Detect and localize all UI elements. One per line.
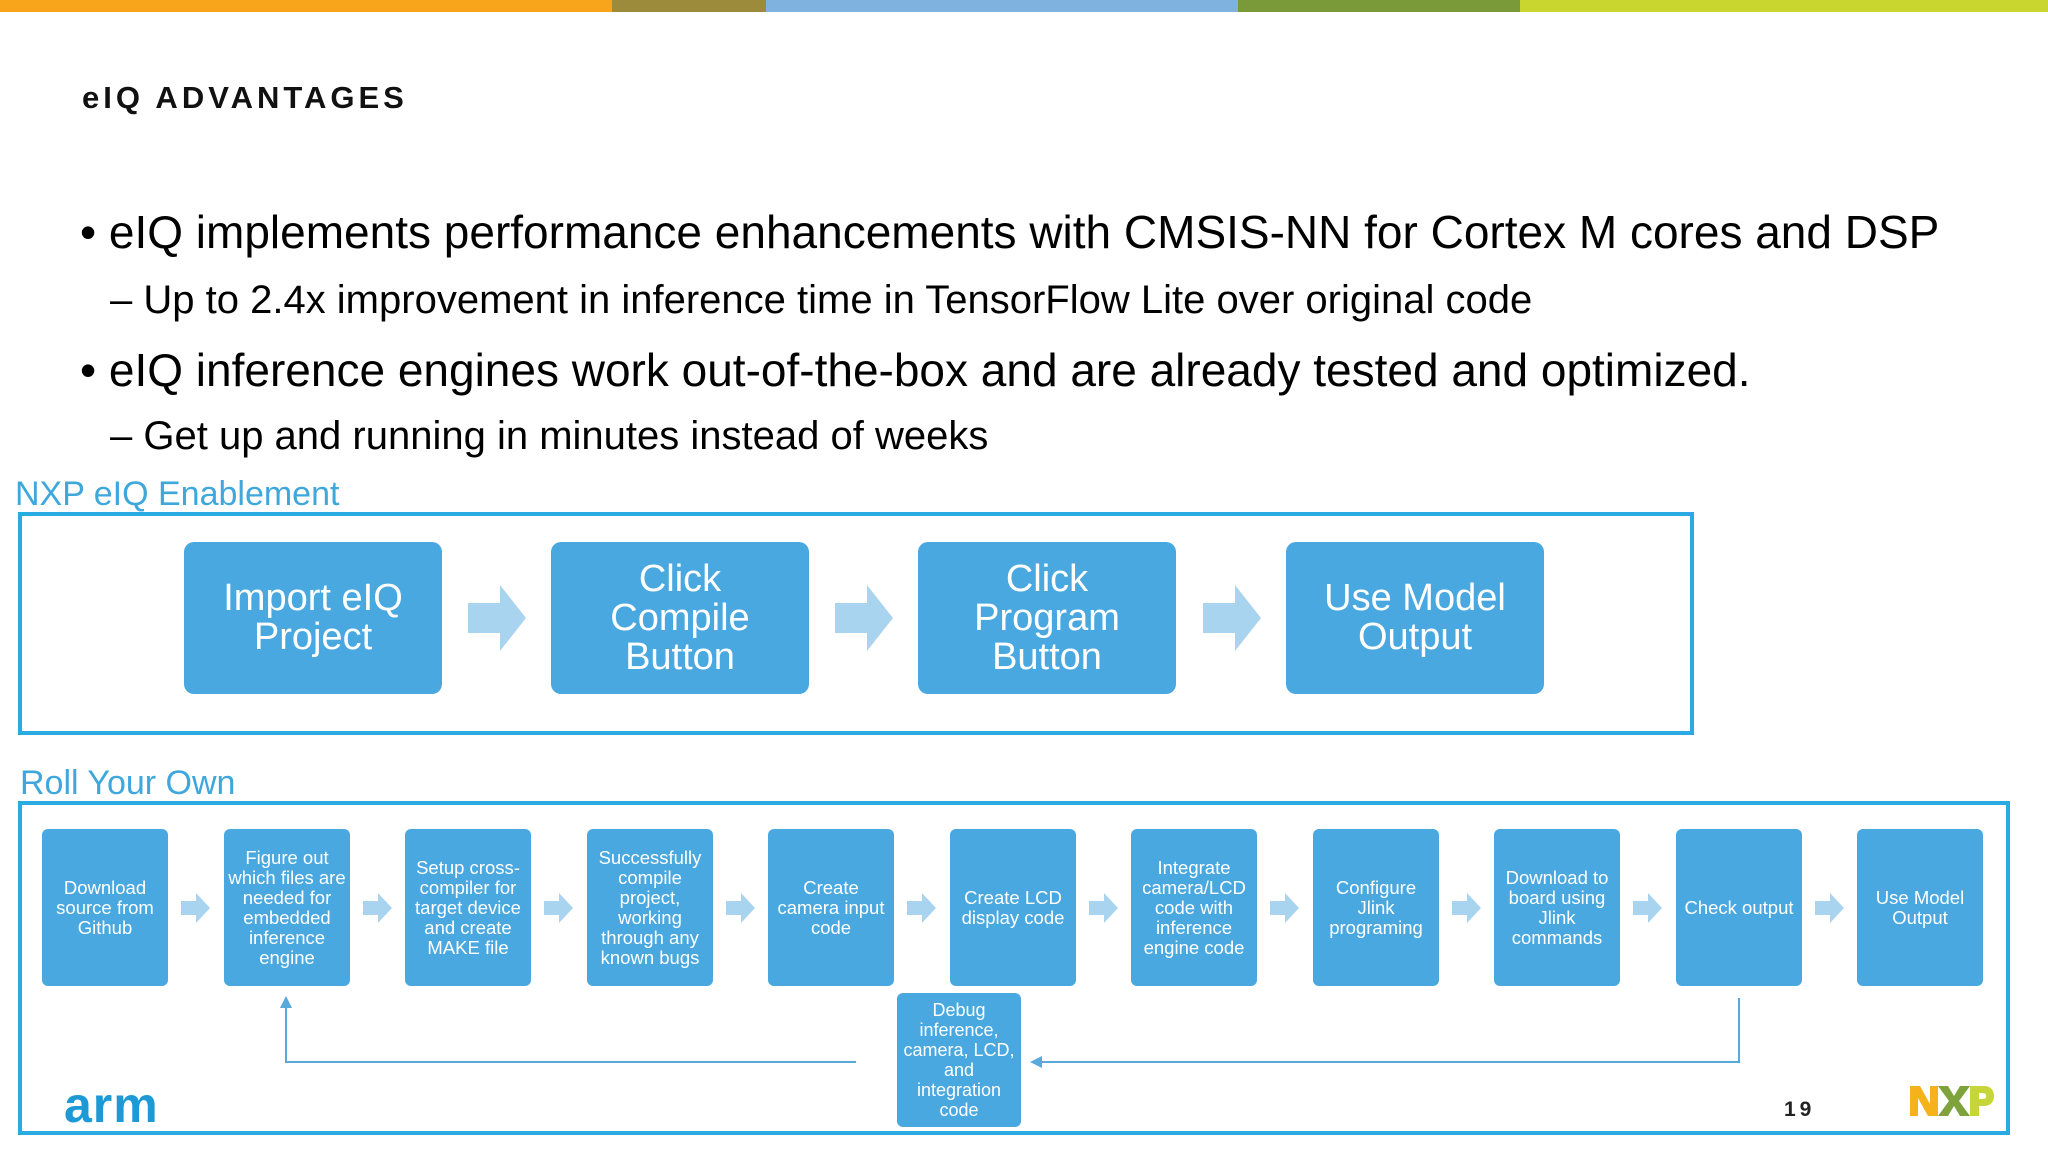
roll-your-own-frame <box>18 801 2010 1135</box>
ryo-step-8-label: Configure Jlink programing <box>1329 876 1423 938</box>
ryo-step-2: Figure out which files are needed for em… <box>224 829 350 986</box>
ryo-step-3-label: Setup cross-compiler for target device a… <box>415 856 521 958</box>
topbar-segment-green <box>1238 0 1520 12</box>
enablement-step-2: Click Compile Button <box>551 542 809 694</box>
ryo-debug-step-label: Debug inference, camera, LCD, and integr… <box>903 1000 1015 1120</box>
ryo-step-1: Download source from Github <box>42 829 168 986</box>
arrow-right-icon <box>1633 893 1662 923</box>
arrow-right-icon <box>1089 893 1118 923</box>
bullet-2-sub: – Get up and running in minutes instead … <box>110 414 989 458</box>
topbar-segment-orange <box>0 0 612 12</box>
ryo-step-11: Use Model Output <box>1857 829 1983 986</box>
arrow-right-icon <box>835 585 893 651</box>
ryo-step-6: Create LCD display code <box>950 829 1076 986</box>
ryo-step-4-label: Successfully compile project, working th… <box>598 846 702 968</box>
bullet-1-sub: – Up to 2.4x improvement in inference ti… <box>110 278 1533 322</box>
arrow-right-icon <box>1815 893 1844 923</box>
topbar-segment-olive <box>612 0 766 12</box>
enablement-step-2-label: Click Compile Button <box>610 557 750 678</box>
arrow-right-icon <box>544 893 573 923</box>
roll-your-own-label: Roll Your Own <box>20 764 236 802</box>
ryo-step-6-label: Create LCD display code <box>961 886 1065 928</box>
arrow-right-icon <box>181 893 210 923</box>
arrow-right-icon <box>907 893 936 923</box>
enablement-step-3-label: Click Program Button <box>974 557 1120 678</box>
ryo-step-5-label: Create camera input code <box>777 876 885 938</box>
ryo-step-2-label: Figure out which files are needed for em… <box>228 846 346 968</box>
ryo-step-7-label: Integrate camera/LCD code with inference… <box>1142 856 1246 958</box>
page-number: 19 <box>1784 1098 1816 1121</box>
ryo-step-11-label: Use Model Output <box>1875 886 1965 928</box>
ryo-step-4: Successfully compile project, working th… <box>587 829 713 986</box>
arrow-right-icon <box>726 893 755 923</box>
bullet-2: • eIQ inference engines work out-of-the-… <box>80 344 1751 396</box>
topbar-segment-blue <box>766 0 1238 12</box>
arrow-right-icon <box>468 585 526 651</box>
enablement-step-1: Import eIQ Project <box>184 542 442 694</box>
enablement-step-4: Use Model Output <box>1286 542 1544 694</box>
bullet-1: • eIQ implements performance enhancement… <box>80 206 1940 258</box>
slide-title: eIQ ADVANTAGES <box>82 80 408 115</box>
enablement-frame <box>18 512 1694 735</box>
nxp-logo <box>1910 1086 1994 1116</box>
enablement-label: NXP eIQ Enablement <box>15 475 340 513</box>
ryo-step-7: Integrate camera/LCD code with inference… <box>1131 829 1257 986</box>
ryo-step-3: Setup cross-compiler for target device a… <box>405 829 531 986</box>
enablement-step-1-label: Import eIQ Project <box>223 577 403 658</box>
ryo-debug-step: Debug inference, camera, LCD, and integr… <box>897 993 1021 1127</box>
ryo-step-8: Configure Jlink programing <box>1313 829 1439 986</box>
ryo-step-9: Download to board using Jlink commands <box>1494 829 1620 986</box>
enablement-step-4-label: Use Model Output <box>1324 577 1506 658</box>
ryo-step-9-label: Download to board using Jlink commands <box>1505 866 1609 948</box>
arrow-right-icon <box>1203 585 1261 651</box>
arm-logo: arm <box>64 1077 159 1133</box>
arrow-right-icon <box>363 893 392 923</box>
topbar-segment-lime <box>1520 0 2048 12</box>
ryo-step-1-label: Download source from Github <box>56 876 154 938</box>
arrow-right-icon <box>1452 893 1481 923</box>
top-color-bar <box>0 0 2048 12</box>
ryo-step-5: Create camera input code <box>768 829 894 986</box>
enablement-step-3: Click Program Button <box>918 542 1176 694</box>
ryo-step-10: Check output <box>1676 829 1802 986</box>
arrow-right-icon <box>1270 893 1299 923</box>
ryo-step-10-label: Check output <box>1684 896 1794 918</box>
